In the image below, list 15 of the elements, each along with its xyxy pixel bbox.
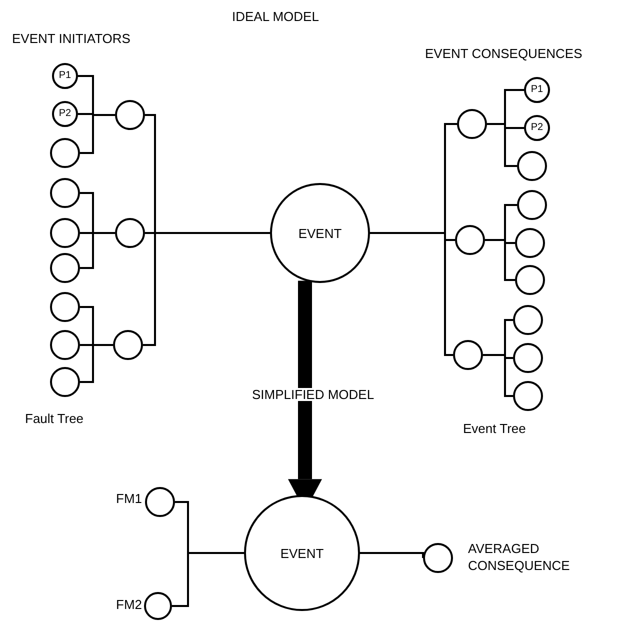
section-label: EVENT CONSEQUENCES xyxy=(425,47,582,60)
edge-label: SIMPLIFIED MODEL xyxy=(250,388,376,401)
connector-line xyxy=(360,552,424,559)
diagram-title: IDEAL MODEL xyxy=(232,10,319,23)
node-caption: AVERAGED CONSEQUENCE xyxy=(468,540,571,574)
connector-line xyxy=(80,344,113,383)
node-caption: FM2 xyxy=(115,596,142,613)
section-label: EVENT INITIATORS xyxy=(12,32,130,45)
section-label: Fault Tree xyxy=(25,412,84,425)
connector-line xyxy=(172,552,244,607)
connector-line xyxy=(80,232,115,269)
connector-line xyxy=(143,232,270,346)
connector-line xyxy=(80,114,115,154)
section-label: Event Tree xyxy=(463,422,526,435)
node-caption: FM1 xyxy=(115,490,142,507)
